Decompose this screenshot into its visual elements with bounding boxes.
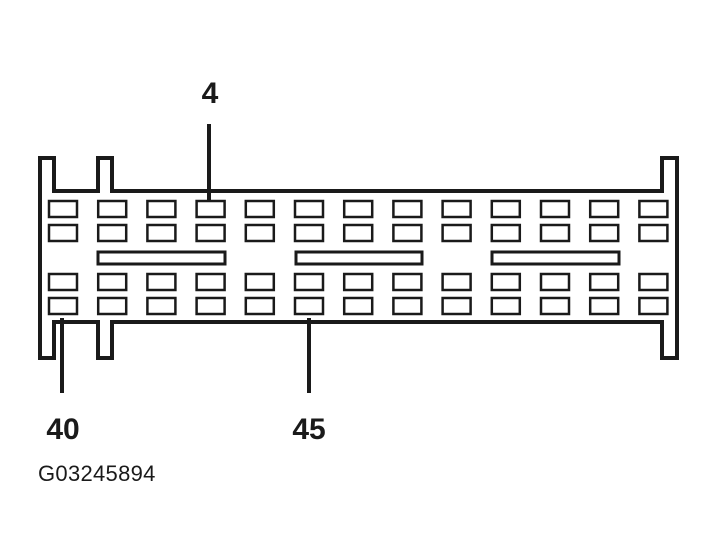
pin-cavity <box>146 199 177 219</box>
pin-cavity <box>539 199 571 219</box>
pin-cavity <box>244 223 276 243</box>
pin-cavity <box>392 223 423 243</box>
pin-cavity <box>392 272 423 292</box>
keying-rib <box>490 250 621 266</box>
pin-cavity <box>539 272 571 292</box>
pin-cavity <box>244 199 276 219</box>
pin-cavity <box>195 296 226 316</box>
pin-cavity <box>195 272 226 292</box>
pin-cavity <box>342 296 374 316</box>
pin-cavity <box>96 223 128 243</box>
pin-cavity <box>47 296 79 316</box>
pin-cavity <box>490 199 522 219</box>
pin-cavity <box>638 272 669 292</box>
pin-cavity <box>539 223 571 243</box>
pin-cavity <box>244 272 276 292</box>
pin-cavity <box>392 296 423 316</box>
pin-cavity <box>490 223 522 243</box>
pin-cavity <box>588 272 620 292</box>
callout-label-40: 40 <box>46 413 79 446</box>
pin-cavity <box>441 272 472 292</box>
pin-cavity <box>490 296 522 316</box>
pin-cavity <box>47 223 79 243</box>
pin-cavity <box>293 223 325 243</box>
pin-cavity <box>293 296 325 316</box>
pin-cavity <box>588 199 620 219</box>
pin-cavity <box>47 199 79 219</box>
pin-cavity <box>539 296 571 316</box>
callout-leaders <box>60 124 311 393</box>
pin-cavity <box>392 199 423 219</box>
pin-cavity <box>490 272 522 292</box>
pin-cavity <box>638 223 669 243</box>
pin-cavity <box>588 223 620 243</box>
pin-cavity <box>342 223 374 243</box>
keying-rib <box>96 250 227 266</box>
keying-ribs <box>96 250 621 266</box>
pin-cavity <box>195 199 226 219</box>
pin-cavity <box>96 296 128 316</box>
pin-cavity <box>588 296 620 316</box>
pin-cavity <box>96 272 128 292</box>
pin-cavity <box>146 272 177 292</box>
pin-cavity <box>195 223 226 243</box>
pin-cavity <box>244 296 276 316</box>
pin-cavity <box>441 199 472 219</box>
pin-cavity <box>638 296 669 316</box>
pin-cavity <box>342 272 374 292</box>
pin-cavity <box>342 199 374 219</box>
pin-cavity <box>441 223 472 243</box>
pin-cavity <box>96 199 128 219</box>
pin-cavity <box>146 223 177 243</box>
reference-code: G03245894 <box>38 461 156 486</box>
pin-cavity <box>441 296 472 316</box>
pin-cavity <box>47 272 79 292</box>
pin-cavity <box>146 296 177 316</box>
pin-cavity <box>638 199 669 219</box>
keying-rib <box>294 250 424 266</box>
pin-cavity <box>293 272 325 292</box>
pin-cavities <box>47 199 669 316</box>
pin-cavity <box>293 199 325 219</box>
callout-label-45: 45 <box>292 413 325 446</box>
callout-label-4: 4 <box>202 77 219 110</box>
